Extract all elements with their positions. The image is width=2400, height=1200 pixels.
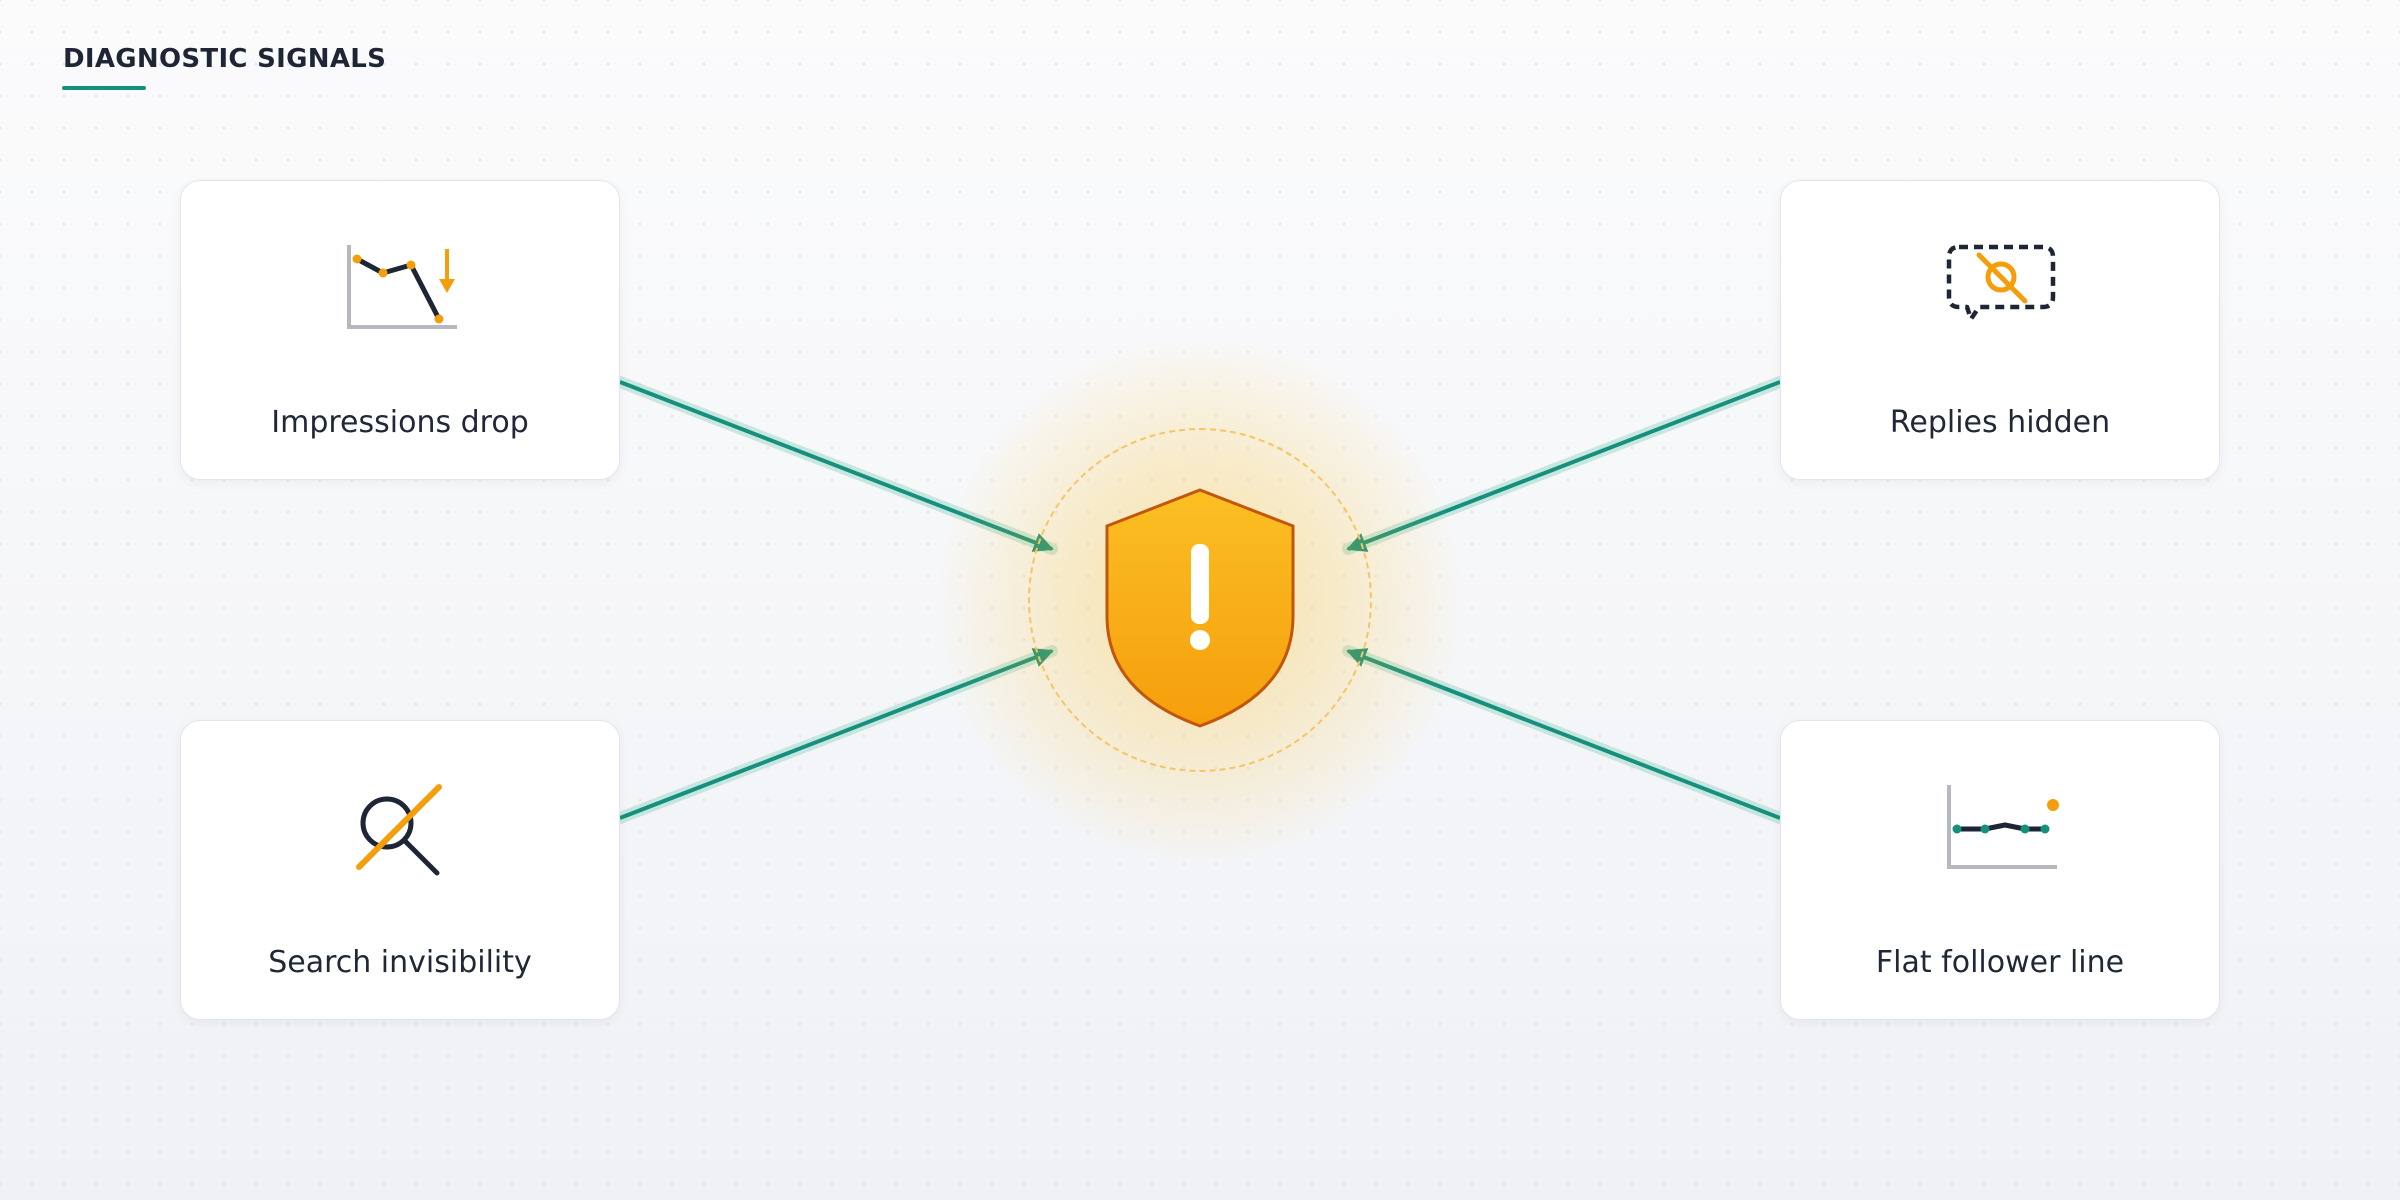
search-blocked-icon [356, 784, 442, 876]
page-title: DIAGNOSTIC SIGNALS [63, 44, 387, 74]
title-underline [62, 86, 146, 90]
header: DIAGNOSTIC SIGNALS [62, 44, 387, 90]
shield-alert-icon [1105, 488, 1295, 728]
hidden-reply-icon [1946, 244, 2056, 322]
signal-label: Impressions drop [271, 405, 529, 440]
signal-card-replies-hidden: Replies hidden [1780, 180, 2220, 480]
signal-label: Flat follower line [1875, 945, 2125, 980]
signal-label: Search invisibility [268, 945, 532, 980]
signal-card-flat-follower-line: Flat follower line [1780, 720, 2220, 1020]
connector-search-invisibility [619, 648, 1054, 820]
signal-card-impressions-drop: Impressions drop [180, 180, 620, 480]
signal-card-search-invisibility: Search invisibility [180, 720, 620, 1020]
declining-chart-icon [347, 245, 457, 329]
center-dashed-ring [1028, 428, 1372, 772]
flat-line-chart-icon [1947, 785, 2059, 869]
connector-flat-follower-line [1346, 648, 1781, 820]
connector-replies-hidden [1346, 380, 1781, 552]
connector-impressions-drop [619, 380, 1054, 552]
signal-label: Replies hidden [1889, 405, 2111, 440]
